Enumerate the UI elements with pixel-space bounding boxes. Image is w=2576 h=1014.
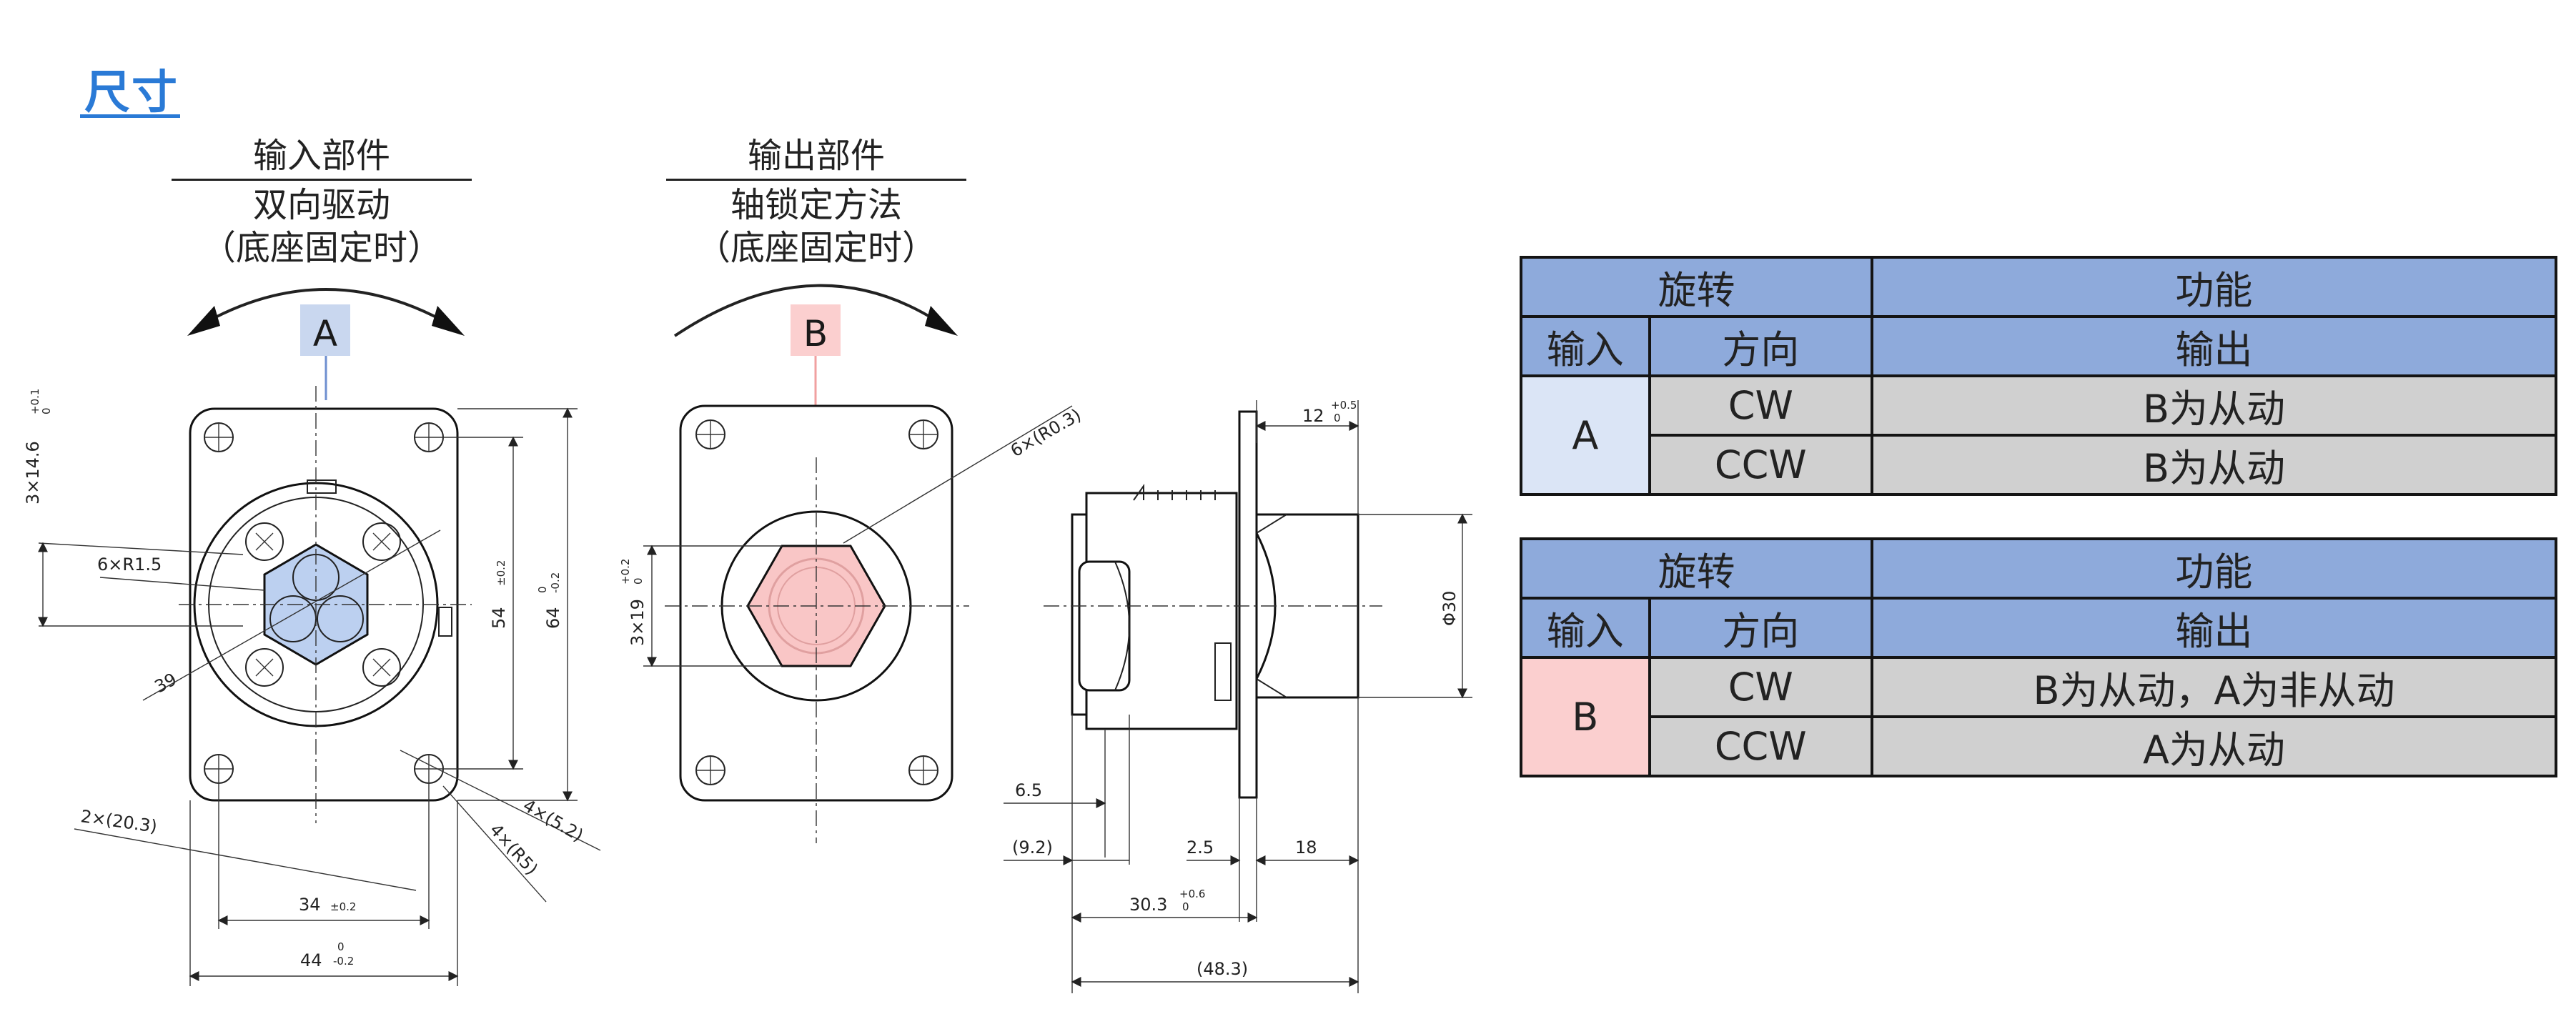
rotation-arrow-a-right-head	[432, 306, 465, 336]
rotation-arrow-b	[673, 284, 939, 337]
dim-64-tol-upper: 0	[536, 586, 549, 593]
dim-12: 12	[1302, 406, 1324, 426]
dim-3x19-tol-upper: +0.2	[619, 559, 632, 585]
input-caption-line1: 输入部件	[252, 136, 390, 176]
dim-3x19-tol-lower: 0	[632, 577, 645, 585]
input-cell-a: A	[1520, 374, 1651, 496]
output-caption-rule	[666, 179, 966, 181]
header-direction: 方向	[1648, 315, 1873, 377]
function-table-b: 旋转 功能 输入 方向 输出 B CW B为从动，A为非从动 CCW A为从动	[1520, 537, 2558, 777]
label-a-box	[300, 304, 350, 356]
dim-6xr0-3: 6×(R0.3)	[1007, 404, 1084, 461]
side-view: 12 +0.5 0 Φ30 6.5 (9.2) 2.5 18 30.3 +0.6…	[1004, 399, 1472, 993]
header-direction: 方向	[1648, 597, 1873, 659]
title-underline	[80, 114, 180, 118]
rotation-arrow-b-head	[925, 306, 958, 336]
dim-48-3: (48.3)	[1197, 959, 1248, 979]
output-caption-line2: 轴锁定方法	[730, 185, 902, 225]
label-b-box	[791, 304, 841, 356]
dim-6-5: 6.5	[1015, 780, 1042, 800]
dim-34-tol: ±0.2	[330, 900, 356, 913]
output-cell: B为从动，A为非从动	[1870, 656, 2558, 718]
direction-cell: CW	[1648, 374, 1873, 437]
dimension-drawings: A 3×14.6 +0.1 0 6×R1.5	[23, 284, 1472, 993]
table-row: A CW B为从动	[1520, 374, 2558, 496]
dim-54-tol: ±0.2	[495, 560, 507, 586]
side-view-flange	[1238, 410, 1258, 799]
dim-44-tol-lower: -0.2	[333, 955, 354, 968]
input-caption: 输入部件 双向驱动 （底座固定时）	[172, 134, 472, 269]
input-cell-b: B	[1520, 656, 1651, 777]
table-row: B CW B为从动，A为非从动	[1520, 656, 2558, 777]
dim-34: 34	[299, 895, 321, 915]
function-table-a: 旋转 功能 输入 方向 输出 A CW B为从动 CCW B为从动	[1520, 256, 2558, 496]
dim-3x14-6: 3×14.6	[23, 441, 43, 504]
dim-12-tol-upper: +0.5	[1331, 399, 1357, 412]
input-part-front-view: A 3×14.6 +0.1 0 6×R1.5	[23, 288, 601, 986]
input-caption-line3: （底座固定时）	[201, 228, 442, 268]
output-caption-line1: 输出部件	[747, 136, 885, 176]
rotation-arrow-a	[207, 288, 445, 323]
header-function: 功能	[1870, 537, 2558, 600]
dim-4x5-2: 4×(5.2)	[520, 795, 587, 845]
header-output: 输出	[1870, 315, 2558, 377]
output-cell: A为从动	[1870, 715, 2558, 777]
page-title: 尺寸	[84, 66, 179, 119]
dim-64: 64	[543, 607, 563, 629]
direction-cell: CCW	[1648, 715, 1873, 777]
rotation-arrow-a-left-head	[187, 306, 220, 336]
dim-18: 18	[1295, 837, 1317, 858]
dim-phi30: Φ30	[1440, 591, 1460, 626]
output-caption: 输出部件 轴锁定方法 （底座固定时）	[666, 134, 966, 269]
direction-cell: CCW	[1648, 434, 1873, 496]
dim-44-tol-upper: 0	[337, 940, 345, 953]
output-cell: B为从动	[1870, 374, 2558, 437]
header-function: 功能	[1870, 256, 2558, 318]
output-cell: B为从动	[1870, 434, 2558, 496]
header-rotation: 旋转	[1520, 256, 1873, 318]
label-b: B	[803, 313, 828, 354]
dim-2-5: 2.5	[1187, 837, 1214, 858]
direction-cell: CW	[1648, 656, 1873, 718]
table-row: CCW B为从动	[1521, 434, 2558, 496]
dim-30-3-tol-lower: 0	[1182, 900, 1189, 913]
input-caption-rule	[172, 179, 472, 181]
header-output: 输出	[1870, 597, 2558, 659]
output-part-front-view: B 6×(R0.3) 3×19 +0.2 0	[619, 284, 1084, 843]
dim-4xr5: 4×(R5)	[486, 820, 542, 879]
dim-3x19: 3×19	[628, 599, 648, 646]
input-caption-line2: 双向驱动	[252, 185, 390, 225]
dim-3x14-6-tol-lower: 0	[40, 407, 53, 414]
header-input: 输入	[1520, 315, 1651, 377]
side-view-shaft	[1255, 513, 1359, 699]
dim-6xr1-5: 6×R1.5	[97, 555, 162, 575]
dim-64-tol-lower: -0.2	[549, 572, 562, 593]
label-a: A	[313, 313, 337, 354]
header-input: 输入	[1520, 597, 1651, 659]
dim-30-3: 30.3	[1129, 895, 1167, 915]
dim-12-tol-lower: 0	[1334, 412, 1341, 424]
dim-44: 44	[300, 950, 322, 970]
dim-3x14-6-tol-upper: +0.1	[29, 389, 41, 414]
output-caption-line3: （底座固定时）	[695, 228, 936, 268]
dim-30-3-tol-upper: +0.6	[1179, 888, 1205, 900]
table-row: CCW A为从动	[1521, 715, 2558, 777]
dim-54: 54	[489, 607, 509, 629]
header-rotation: 旋转	[1520, 537, 1873, 600]
dim-9-2: (9.2)	[1012, 837, 1053, 858]
